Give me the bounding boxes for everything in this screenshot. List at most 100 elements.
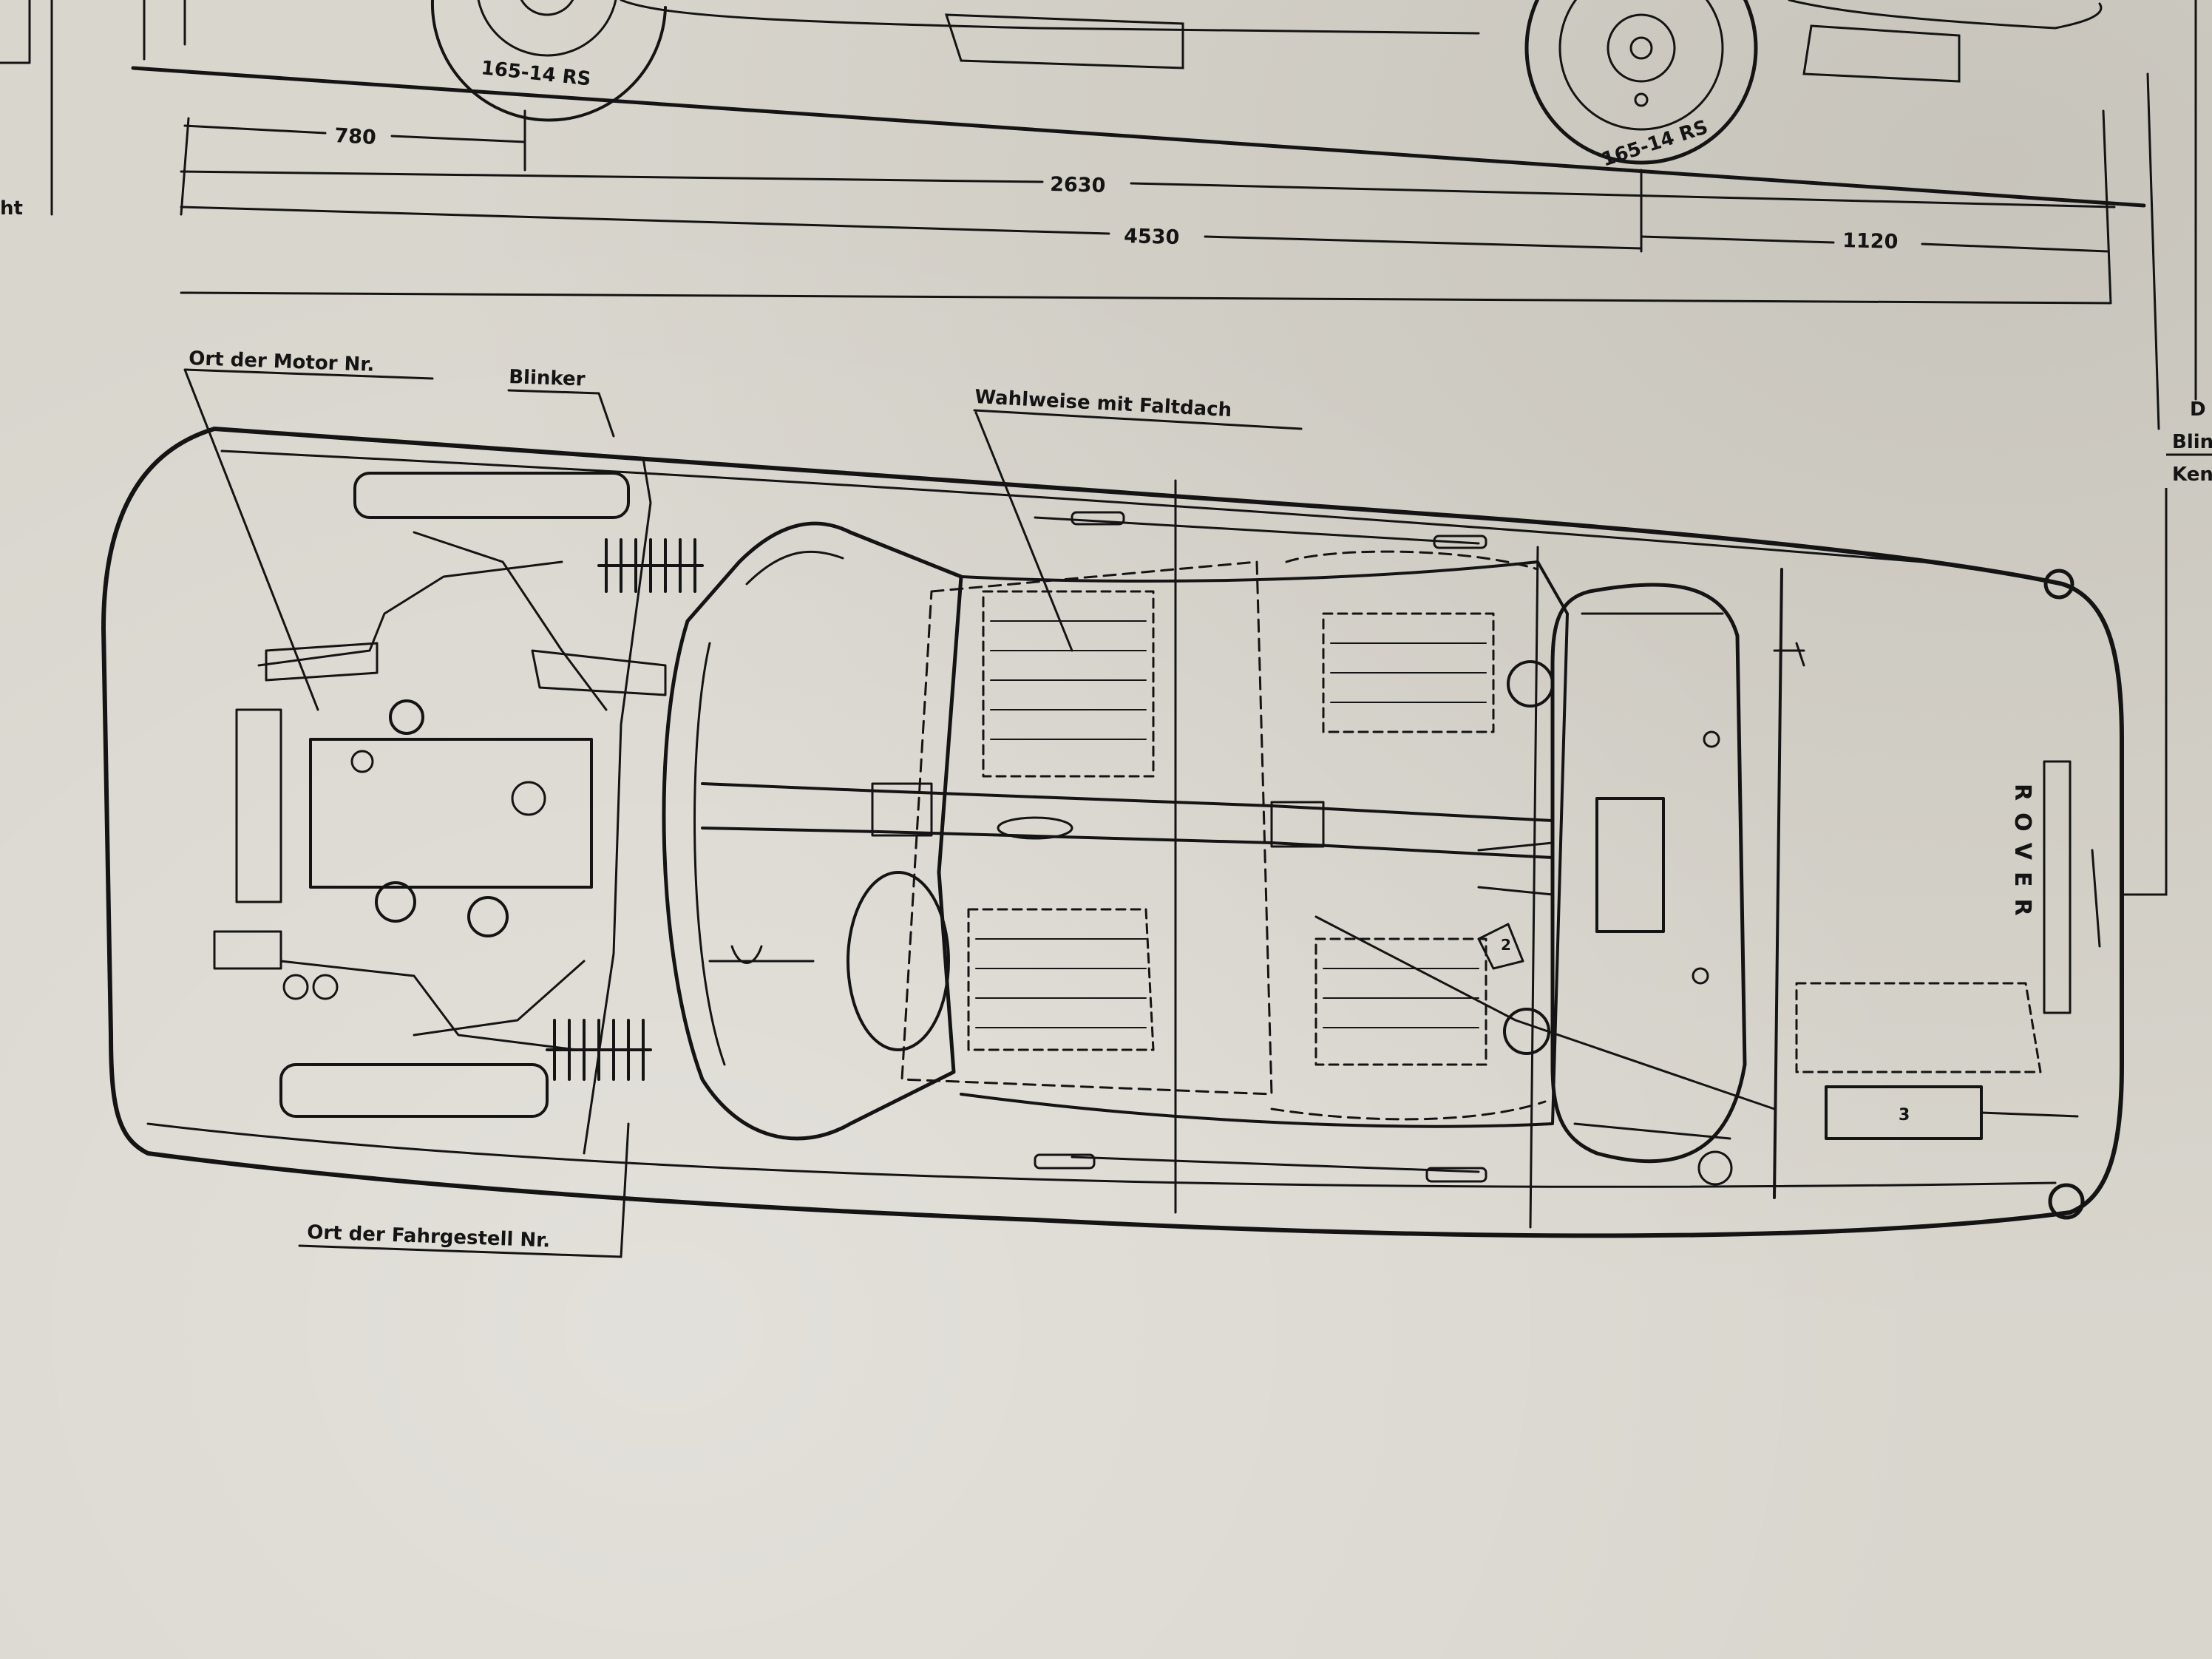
washer-bottle-2 — [312, 974, 339, 1000]
sunroof-outline — [900, 560, 1273, 1096]
engine-bolt — [350, 750, 374, 773]
door-pillars — [1174, 479, 1539, 1229]
door-handle-rear-right — [1433, 535, 1487, 549]
label-indicator-group: Blinker — [507, 366, 615, 438]
coil-spring-right — [597, 538, 704, 593]
rear-axle: 2 — [1314, 583, 1776, 1164]
shaft-joint-front — [871, 782, 933, 837]
rear-light-right — [2043, 569, 2074, 600]
engine-linkages — [413, 531, 608, 1037]
dim-line-4530 — [180, 206, 1643, 250]
callout-3: 3 — [1899, 1106, 1910, 1124]
mount-point-1 — [1703, 730, 1720, 748]
side-rear-outline — [1788, 0, 2103, 30]
right-edge-label-3: Ken — [2172, 464, 2212, 486]
seat-rear-right — [1322, 612, 1495, 733]
shaft-bearing — [997, 816, 1073, 840]
door-handles — [1034, 511, 1487, 1183]
propeller-shaft — [701, 782, 1554, 859]
rear-bumper-plate — [2043, 760, 2072, 1014]
leader-indicator — [507, 389, 615, 438]
side-bumper-rear — [1802, 24, 1961, 83]
battery-tray — [265, 642, 379, 682]
dim-line-lower — [180, 291, 2112, 305]
door-handle-front-right — [1071, 511, 1125, 526]
seats — [967, 590, 1495, 1066]
seat-hatching — [975, 620, 1487, 1028]
dim-line-2630 — [180, 170, 2116, 208]
callout-2: 2 — [1501, 936, 1511, 954]
dim-2630: 2630 — [1050, 173, 1106, 197]
shaft-joint-rear — [1270, 801, 1325, 848]
label-engine-number-group: Ort der Motor Nr. — [183, 347, 434, 711]
right-edge-label-2: Blin — [2172, 431, 2212, 453]
boot-hinge — [1773, 642, 1805, 667]
callout-2-box — [1477, 923, 1524, 970]
side-ground-line — [131, 66, 2146, 208]
pulley-3 — [511, 781, 546, 816]
windscreen-frame — [662, 521, 963, 1141]
door-handle-front-left — [1034, 1153, 1096, 1170]
axle-tube — [1477, 841, 1554, 896]
label-sunroof: Wahlweise mit Faltdach — [974, 386, 1232, 421]
seat-rear-left — [1314, 937, 1487, 1066]
mount-point-2 — [1692, 967, 1709, 985]
pulley-1 — [375, 881, 416, 923]
right-edge-label-1: D — [2190, 398, 2206, 421]
washer-bottle-1 — [282, 974, 309, 1000]
side-front-wheel — [430, 0, 667, 122]
engine-block — [309, 738, 593, 889]
seat-front-right — [982, 590, 1155, 778]
label-sunroof-group: Wahlweise mit Faltdach — [973, 386, 1303, 652]
pulley-top — [389, 699, 424, 735]
radius-arm — [1314, 915, 1776, 1110]
rear-axle-frame — [1550, 583, 1747, 1164]
front-crossmember — [213, 930, 282, 970]
roof-rails — [1034, 516, 1480, 1173]
front-fender-box-left — [279, 1063, 549, 1118]
spare-wheel-dashed — [1795, 982, 2042, 1073]
seat-front-left — [967, 908, 1155, 1051]
dim-4530: 4530 — [1124, 225, 1180, 249]
body-outline — [101, 427, 2124, 1238]
right-edge-leader — [2122, 453, 2212, 896]
rear-hub-right — [1507, 660, 1554, 708]
side-body-outline — [183, 0, 1480, 46]
rear-hub-left — [1503, 1008, 1550, 1055]
cabin-outline — [960, 560, 1569, 1128]
bulkhead-line — [583, 457, 652, 1155]
door-handle-rear-left — [1425, 1167, 1487, 1183]
engine-bay — [213, 457, 815, 1155]
steering-column — [708, 945, 815, 964]
boot: 3 ROVER — [1697, 568, 2101, 1220]
filler-pipe — [1980, 1111, 2079, 1118]
leader-chassis-number — [298, 1122, 630, 1258]
dim-1120: 1120 — [1842, 229, 1899, 254]
top-view: 2 3 ROVER Ort der Motor Nr. Blinker — [101, 347, 2124, 1258]
rear-light-left — [2048, 1183, 2085, 1220]
axle-cross-lines — [1573, 612, 1731, 1140]
body-inner-outline — [146, 449, 2057, 1188]
suspension-arms — [257, 560, 578, 1051]
bracket-plate — [531, 649, 667, 696]
leader-engine-number — [183, 368, 434, 711]
rover-badge: ROVER — [2009, 784, 2035, 928]
radiator — [235, 708, 282, 903]
fuel-filler-cap — [1697, 1150, 1733, 1186]
number-plate-light — [2091, 849, 2101, 948]
windscreen-inner — [693, 550, 844, 1066]
label-indicator: Blinker — [509, 366, 586, 391]
tyre-label-front: 165-14 RS — [480, 57, 591, 90]
rear-cabin-dashed — [1270, 550, 1547, 1121]
side-rear-wheel — [1524, 0, 1758, 165]
dim-780: 780 — [334, 124, 377, 149]
left-edge-label-fragment: ht — [0, 197, 23, 220]
boot-opening-line — [1773, 568, 1783, 1199]
differential — [1595, 797, 1665, 933]
side-sill-panel — [944, 13, 1184, 69]
side-view: 165-14 RS 165-14 RS 780 2630 4530 1120 h… — [0, 0, 2197, 430]
pulley-2 — [467, 896, 509, 937]
label-chassis-number-group: Ort der Fahrgestell Nr. — [298, 1122, 630, 1258]
